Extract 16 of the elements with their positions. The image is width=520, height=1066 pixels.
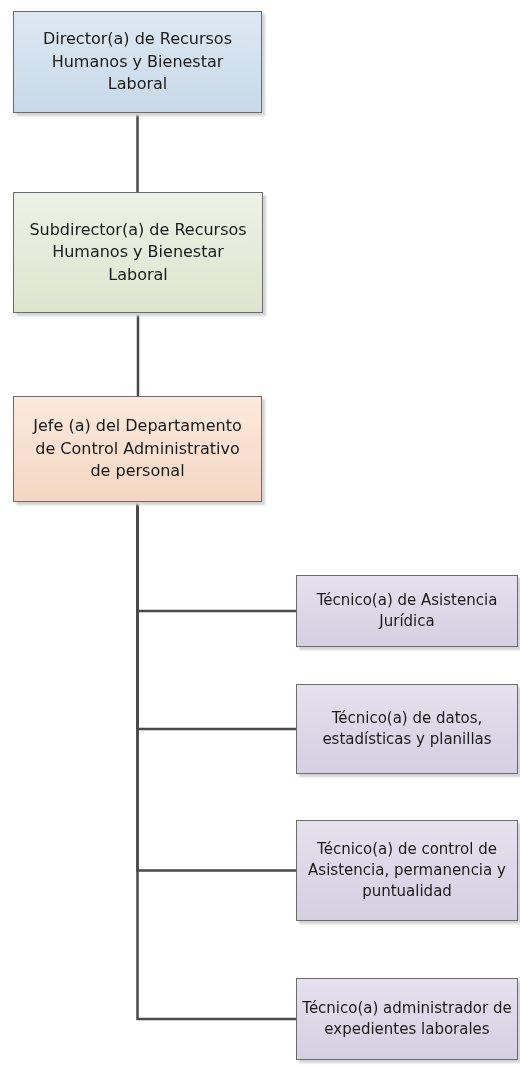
position-title: Director(a) de Recursos Humanos y Bienestar Laboral xyxy=(42,28,233,96)
technician-box xyxy=(296,684,518,774)
position-title: Técnico(a) administrador de expedientes laborales xyxy=(301,998,513,1040)
connector-line xyxy=(136,113,139,192)
position-title: Técnico(a) de datos, estadísticas y planillas xyxy=(321,708,493,750)
director-box xyxy=(13,11,262,113)
position-title: Jefe (a) del Departamento de Control Administrativo de personal xyxy=(31,415,243,483)
department-head-box xyxy=(13,396,262,502)
position-title: Técnico(a) de Asistencia Jurídica xyxy=(315,590,499,632)
technician-box xyxy=(296,978,518,1060)
connector-line xyxy=(136,313,140,396)
subdirector-box xyxy=(13,192,263,313)
position-title: Técnico(a) de control de Asistencia, permanencia y puntualidad xyxy=(307,839,507,902)
position-title: Subdirector(a) de Recursos Humanos y Bienestar Laboral xyxy=(28,218,248,286)
technician-box xyxy=(296,820,518,921)
technician-box xyxy=(296,575,518,647)
